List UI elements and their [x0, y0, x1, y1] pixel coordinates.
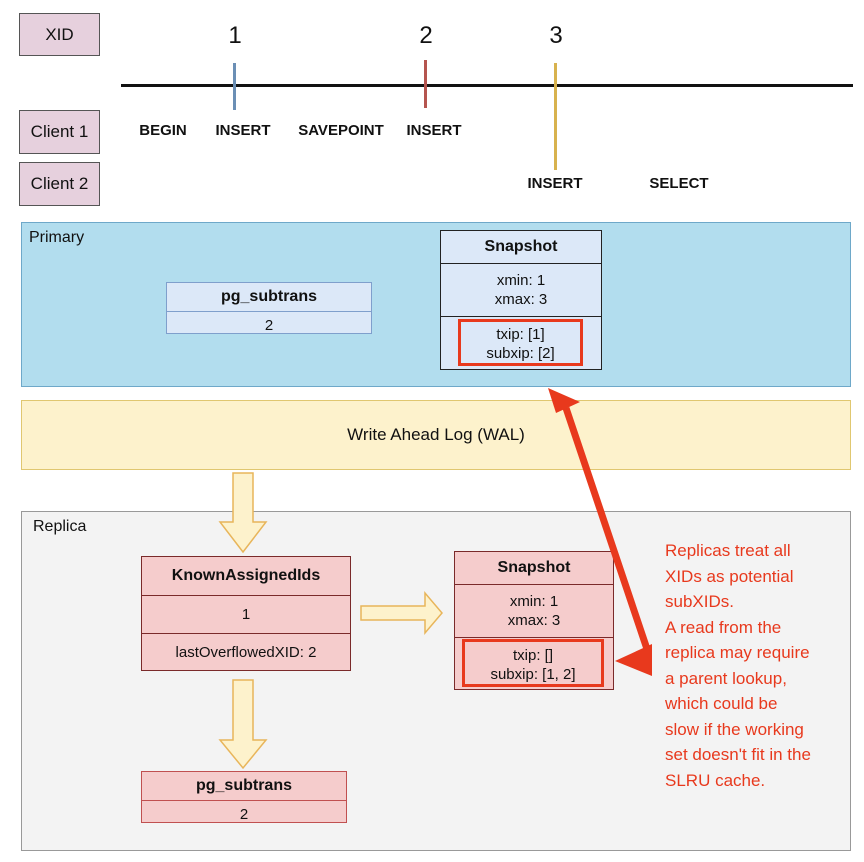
replica-snapshot-bounds: xmin: 1 xmax: 3 [455, 585, 613, 638]
primary-snapshot-header: Snapshot [441, 231, 601, 264]
replica-pg-subtrans-header: pg_subtrans [142, 772, 346, 801]
client2-event-insert: INSERT [527, 175, 583, 192]
primary-panel [21, 222, 851, 387]
note-line: set doesn't fit in the [665, 745, 811, 764]
note-line: Replicas treat all [665, 541, 791, 560]
primary-snapshot-xmax: xmax: 3 [494, 291, 548, 308]
primary-snapshot-xip-highlight: txip: [1] subxip: [2] [458, 319, 583, 366]
client2-event-select: SELECT [649, 175, 709, 192]
replica-snapshot-header: Snapshot [455, 552, 613, 585]
client1-event-savepoint: SAVEPOINT [298, 122, 384, 139]
known-assigned-ids-value: 1 [142, 596, 350, 634]
replica-snapshot-subxip: subxip: [1, 2] [490, 666, 576, 683]
xid-3-marker [554, 63, 557, 170]
primary-pg-subtrans-value: 2 [264, 317, 274, 334]
xid-label-3: 3 [549, 22, 563, 49]
xid-1-marker [233, 63, 236, 110]
note-line: a parent lookup, [665, 668, 787, 688]
xid-2-marker [424, 60, 427, 108]
arrow-head-to-primary-snapshot [548, 388, 580, 413]
timeline-axis [121, 84, 853, 87]
note-line: A read from the [665, 617, 782, 637]
note-line: XIDs as potential [665, 566, 794, 586]
client1-row-label: Client 1 [19, 110, 100, 154]
known-assigned-to-pg-subtrans-arrow [218, 679, 268, 770]
primary-title: Primary [29, 229, 85, 246]
primary-snapshot-txip: txip: [1] [496, 326, 545, 343]
note-line: replica may require [665, 643, 810, 662]
replica-snapshot-xmax: xmax: 3 [507, 612, 561, 629]
replica-snapshot-xmin: xmin: 1 [509, 593, 559, 610]
primary-snapshot-xmin: xmin: 1 [496, 272, 546, 289]
note-line: SLRU cache. [665, 770, 766, 790]
xid-label-1: 1 [228, 22, 242, 49]
known-assigned-ids-overflow: lastOverflowedXID: 2 [175, 644, 317, 661]
primary-pg-subtrans-header: pg_subtrans [167, 283, 371, 312]
replica-pg-subtrans-value: 2 [239, 806, 249, 823]
replica-snapshot: Snapshot xmin: 1 xmax: 3 [454, 551, 614, 690]
known-assigned-to-snapshot-arrow [360, 590, 443, 636]
primary-pg-subtrans: pg_subtrans 2 [166, 282, 372, 334]
primary-snapshot-bounds: xmin: 1 xmax: 3 [441, 264, 601, 317]
xid-row-label: XID [19, 13, 100, 56]
replica-snapshot-txip: txip: [] [512, 647, 553, 664]
client1-event-insert-1: INSERT [215, 122, 271, 139]
xid-label-2: 2 [419, 22, 433, 49]
wal-label: Write Ahead Log (WAL) [347, 425, 525, 444]
wal-to-known-assigned-arrow [218, 472, 268, 554]
client1-event-insert-2: INSERT [406, 122, 462, 139]
replica-known-assigned-ids: KnownAssignedIds 1 lastOverflowedXID: 2 [141, 556, 351, 671]
client1-event-begin: BEGIN [139, 122, 187, 139]
arrow-head-to-replica-snapshot [615, 644, 652, 676]
wal-bar: Write Ahead Log (WAL) [21, 400, 851, 470]
primary-snapshot-subxip: subxip: [2] [486, 345, 555, 362]
note-line: slow if the working [665, 719, 804, 739]
note-line: subXIDs. [665, 592, 734, 611]
primary-replica-comparison-line [562, 406, 652, 654]
replica-title: Replica [33, 518, 87, 535]
note-line: which could be [665, 694, 778, 713]
primary-snapshot: Snapshot xmin: 1 xmax: 3 [440, 230, 602, 370]
client2-row-label: Client 2 [19, 162, 100, 206]
replica-pg-subtrans: pg_subtrans 2 [141, 771, 347, 823]
known-assigned-ids-header: KnownAssignedIds [142, 557, 350, 596]
replica-snapshot-xip-highlight: txip: [] subxip: [1, 2] [462, 639, 604, 687]
